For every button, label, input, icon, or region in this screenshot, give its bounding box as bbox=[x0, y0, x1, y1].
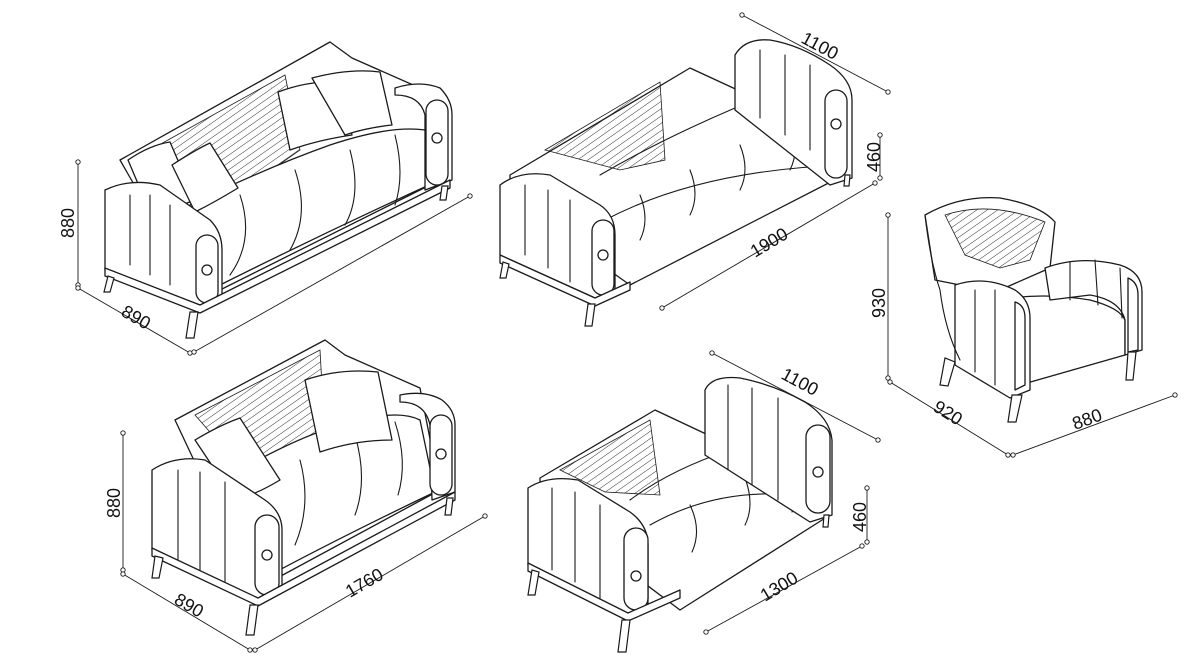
sofa-bed-two-seat bbox=[527, 350, 881, 653]
sofa3-pillow-4 bbox=[171, 142, 239, 213]
sofa3-left-arm bbox=[104, 181, 223, 306]
sofa2-depth-label: 890 bbox=[171, 589, 207, 621]
sofa2bed-length-label: 1300 bbox=[757, 568, 802, 606]
armchair bbox=[885, 196, 1178, 458]
sofa-three-seat bbox=[75, 41, 473, 356]
armchair-left-arm bbox=[954, 280, 1031, 399]
sofa2-length-label: 1760 bbox=[342, 564, 387, 601]
sofa2bed-back-cushion bbox=[704, 376, 833, 523]
sofa-two-seat bbox=[120, 339, 488, 653]
sofa2-seat bbox=[239, 414, 436, 576]
sofa2-pillow-1 bbox=[304, 370, 393, 453]
armchair-depth-label: 920 bbox=[930, 396, 966, 429]
armchair-right-arm bbox=[1044, 260, 1143, 356]
sofa3-height-label: 880 bbox=[58, 208, 78, 238]
armchair-back-hatch bbox=[944, 208, 1046, 269]
sofa3bed-height-label: 460 bbox=[864, 142, 884, 172]
armchair-height-label: 930 bbox=[869, 288, 889, 318]
sofa-bed-three-seat bbox=[499, 12, 891, 327]
sofa3-seat bbox=[179, 128, 441, 286]
sofa2bed-height-label: 460 bbox=[850, 502, 870, 532]
sofa3bed-left-arm bbox=[499, 173, 616, 299]
sofa3-pillow-2 bbox=[311, 70, 393, 136]
sofa3bed-length-label: 1900 bbox=[747, 224, 792, 262]
sofa2bed-hatch bbox=[559, 419, 661, 496]
sofa3bed-back-cushion bbox=[734, 39, 853, 186]
sofa2-height-label: 880 bbox=[104, 488, 124, 518]
sofa3bed-hatch bbox=[543, 81, 666, 171]
armchair-width-label: 880 bbox=[1070, 405, 1105, 434]
